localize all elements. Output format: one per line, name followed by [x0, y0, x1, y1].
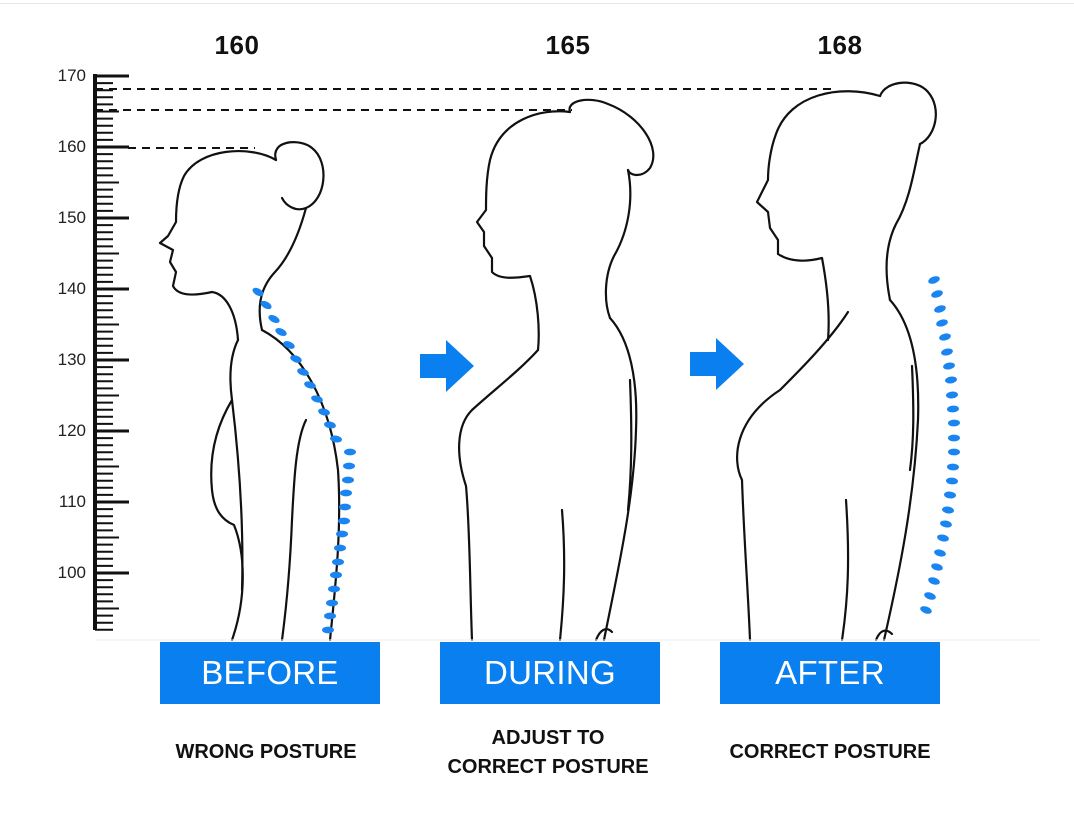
- spine-dot: [334, 544, 346, 552]
- caption-during-line1: ADJUST TO: [491, 727, 605, 749]
- spine-dot: [936, 319, 948, 327]
- caption-during: ADJUST TO CORRECT POSTURE: [418, 724, 678, 782]
- spine-dot: [945, 376, 957, 384]
- spine-dot: [948, 419, 960, 427]
- spine-dot: [324, 612, 336, 620]
- top-divider: [0, 3, 1074, 4]
- figure-after: [736, 81, 937, 642]
- spine-dot: [311, 395, 323, 403]
- spine-dot: [322, 626, 334, 634]
- scale-label: 110: [58, 492, 86, 511]
- spine-dot: [941, 348, 953, 356]
- spine-dot: [947, 405, 959, 413]
- spine-dot: [947, 463, 959, 471]
- scale-label: 100: [57, 563, 86, 582]
- spine-curve-icon: [252, 287, 356, 634]
- spine-dot: [937, 534, 949, 542]
- spine-dot: [339, 503, 351, 511]
- spine-dot: [924, 592, 936, 600]
- spine-dot: [275, 328, 287, 336]
- scale-label: 130: [57, 350, 86, 369]
- right-arrow-icon: [690, 338, 744, 390]
- scale-label: 120: [57, 421, 86, 440]
- height-value-during: 165: [545, 30, 591, 60]
- scale-label: 150: [57, 208, 86, 227]
- spine-dot: [326, 599, 338, 607]
- figure-before: [158, 141, 341, 642]
- spine-dot: [934, 305, 946, 313]
- spine-dot: [939, 333, 951, 341]
- spine-dot: [948, 434, 960, 442]
- spine-dot: [304, 381, 316, 389]
- height-value-after: 168: [817, 30, 863, 60]
- height-value-before: 160: [214, 30, 260, 60]
- spine-dot: [343, 462, 355, 470]
- spine-dot: [948, 448, 960, 456]
- spine-dot: [928, 577, 940, 585]
- spine-dot: [942, 506, 954, 514]
- spine-dot: [946, 477, 958, 485]
- scale-label: 160: [57, 137, 86, 156]
- height-ruler: [93, 74, 129, 631]
- spine-dot: [344, 448, 356, 456]
- ruler-ticks: [95, 74, 129, 631]
- spine-dot: [338, 517, 350, 525]
- spine-dot: [268, 314, 280, 324]
- spine-dot: [940, 520, 952, 528]
- spine-dot: [260, 300, 272, 310]
- spine-dot: [336, 530, 348, 538]
- spine-dot: [931, 290, 943, 298]
- spine-dot: [328, 585, 340, 593]
- spine-dot: [931, 563, 943, 571]
- stage-badge-before: BEFORE: [160, 642, 380, 704]
- caption-during-line2: CORRECT POSTURE: [447, 756, 649, 778]
- spine-dot: [318, 408, 330, 416]
- spine-dot: [330, 435, 342, 443]
- spine-dot: [920, 606, 932, 614]
- spine-dot: [928, 276, 940, 284]
- scale-label: 140: [57, 279, 86, 298]
- spine-dot: [324, 421, 336, 429]
- spine-dot: [342, 476, 354, 484]
- spine-dot: [252, 287, 264, 297]
- spine-dot: [330, 571, 342, 579]
- spine-dot: [943, 362, 955, 370]
- scale-label: 170: [57, 66, 86, 85]
- stage-badge-after: AFTER: [720, 642, 940, 704]
- spine-dot: [946, 391, 958, 399]
- right-arrow-icon: [420, 340, 474, 392]
- spine-curve-icon: [920, 276, 960, 614]
- figure-during: [458, 98, 655, 642]
- spine-dot: [290, 355, 302, 363]
- spine-dot: [332, 558, 344, 566]
- spine-dot: [283, 341, 295, 349]
- spine-dot: [934, 549, 946, 557]
- spine-dot: [340, 489, 352, 497]
- spine-dot: [944, 491, 956, 499]
- spine-dot: [297, 368, 309, 376]
- caption-after: CORRECT POSTURE: [729, 741, 931, 763]
- stage-badge-during: DURING: [440, 642, 660, 704]
- caption-before: WRONG POSTURE: [175, 741, 357, 763]
- height-reference-lines: [95, 88, 836, 149]
